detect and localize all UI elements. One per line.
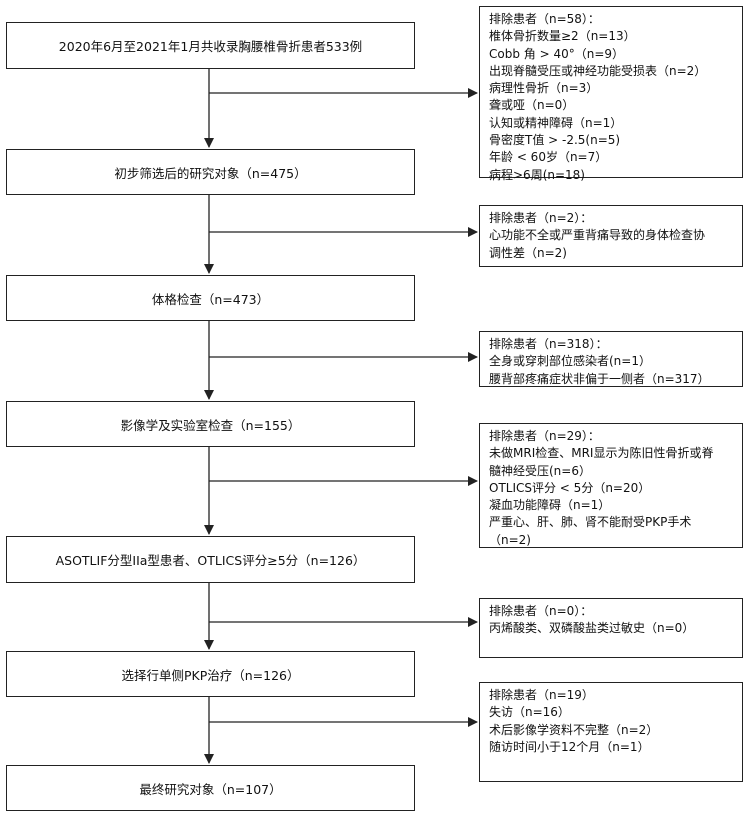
flow-step-initial-screening: 初步筛选后的研究对象（n=475）	[6, 149, 415, 195]
exclusion-title: 排除患者（n=58）：	[489, 12, 600, 26]
exclusion-title: 排除患者（n=2）：	[489, 211, 593, 225]
exclusion-item: Cobb 角 > 40°（n=9）	[489, 46, 625, 61]
exclusion-item: 腰背部疼痛症状非偏于一侧者（n=317）	[489, 371, 710, 386]
exclusion-box-6: 排除患者（n=19） 失访（n=16） 术后影像学资料不完整（n=2） 随访时间…	[479, 682, 743, 782]
exclusion-item: 病程>6周(n=18)	[489, 167, 585, 182]
exclusion-item: 年龄 < 60岁（n=7）	[489, 150, 608, 165]
exclusion-item: 术后影像学资料不完整（n=2）	[489, 722, 659, 737]
flow-step-classification: ASOTLIF分型IIa型患者、OTLICS评分≥5分（n=126）	[6, 536, 415, 583]
exclusion-item: 出现脊髓受压或神经功能受损表（n=2）	[489, 63, 707, 78]
exclusion-item: 髓神经受压(n=6）	[489, 463, 591, 478]
exclusion-item: 椎体骨折数量≥2（n=13）	[489, 29, 636, 44]
step-label: 2020年6月至2021年1月共收录胸腰椎骨折患者533例	[58, 39, 363, 54]
exclusion-title: 排除患者（n=29）：	[489, 429, 600, 443]
exclusion-title: 排除患者（n=318）：	[489, 337, 608, 351]
flow-step-pkp-treatment: 选择行单侧PKP治疗（n=126）	[6, 651, 415, 697]
exclusion-item: 骨密度T值 > -2.5(n=5)	[489, 133, 621, 148]
exclusion-item: OTLICS评分 < 5分（n=20）	[489, 480, 651, 495]
exclusion-item: 心功能不全或严重背痛导致的身体检查协	[489, 228, 706, 243]
flow-step-imaging-lab: 影像学及实验室检查（n=155）	[6, 401, 415, 447]
exclusion-item: 全身或穿刺部位感染者(n=1）	[489, 354, 651, 369]
exclusion-item: 调性差（n=2)	[489, 245, 567, 260]
exclusion-item: 凝血功能障碍（n=1）	[489, 498, 611, 513]
exclusion-box-5: 排除患者（n=0）： 丙烯酸类、双磷酸盐类过敏史（n=0）	[479, 598, 743, 658]
exclusion-box-4: 排除患者（n=29）： 未做MRI检查、MRI显示为陈旧性骨折或脊 髓神经受压(…	[479, 423, 743, 548]
exclusion-item: 失访（n=16）	[489, 705, 570, 720]
exclusion-box-3: 排除患者（n=318）： 全身或穿刺部位感染者(n=1） 腰背部疼痛症状非偏于一…	[479, 331, 743, 387]
step-label: 最终研究对象（n=107）	[139, 781, 282, 797]
step-label: 选择行单侧PKP治疗（n=126）	[121, 667, 300, 683]
exclusion-item: 随访时间小于12个月（n=1）	[489, 739, 650, 754]
exclusion-item: 认知或精神障碍（n=1）	[489, 115, 623, 130]
flow-step-final-subjects: 最终研究对象（n=107）	[6, 765, 415, 811]
step-label: 初步筛选后的研究对象（n=475）	[114, 165, 307, 181]
exclusion-item: 病理性骨折（n=3）	[489, 81, 599, 96]
exclusion-item: 未做MRI检查、MRI显示为陈旧性骨折或脊	[489, 446, 714, 461]
exclusion-item: （n=2)	[489, 532, 531, 547]
flow-step-physical-exam: 体格检查（n=473）	[6, 275, 415, 321]
exclusion-item: 丙烯酸类、双磷酸盐类过敏史（n=0）	[489, 621, 695, 636]
step-label: ASOTLIF分型IIa型患者、OTLICS评分≥5分（n=126）	[55, 553, 366, 568]
exclusion-title: 排除患者（n=0）：	[489, 604, 593, 618]
exclusion-item: 严重心、肝、肺、肾不能耐受PKP手术	[489, 515, 692, 530]
exclusion-box-2: 排除患者（n=2）： 心功能不全或严重背痛导致的身体检查协 调性差（n=2)	[479, 205, 743, 267]
flow-step-enrolled: 2020年6月至2021年1月共收录胸腰椎骨折患者533例	[6, 22, 415, 69]
exclusion-item: 聋或哑（n=0）	[489, 98, 575, 113]
exclusion-title: 排除患者（n=19）	[489, 688, 594, 702]
step-label: 影像学及实验室检查（n=155）	[120, 417, 301, 433]
exclusion-box-1: 排除患者（n=58）： 椎体骨折数量≥2（n=13） Cobb 角 > 40°（…	[479, 6, 743, 182]
step-label: 体格检查（n=473）	[151, 291, 270, 307]
